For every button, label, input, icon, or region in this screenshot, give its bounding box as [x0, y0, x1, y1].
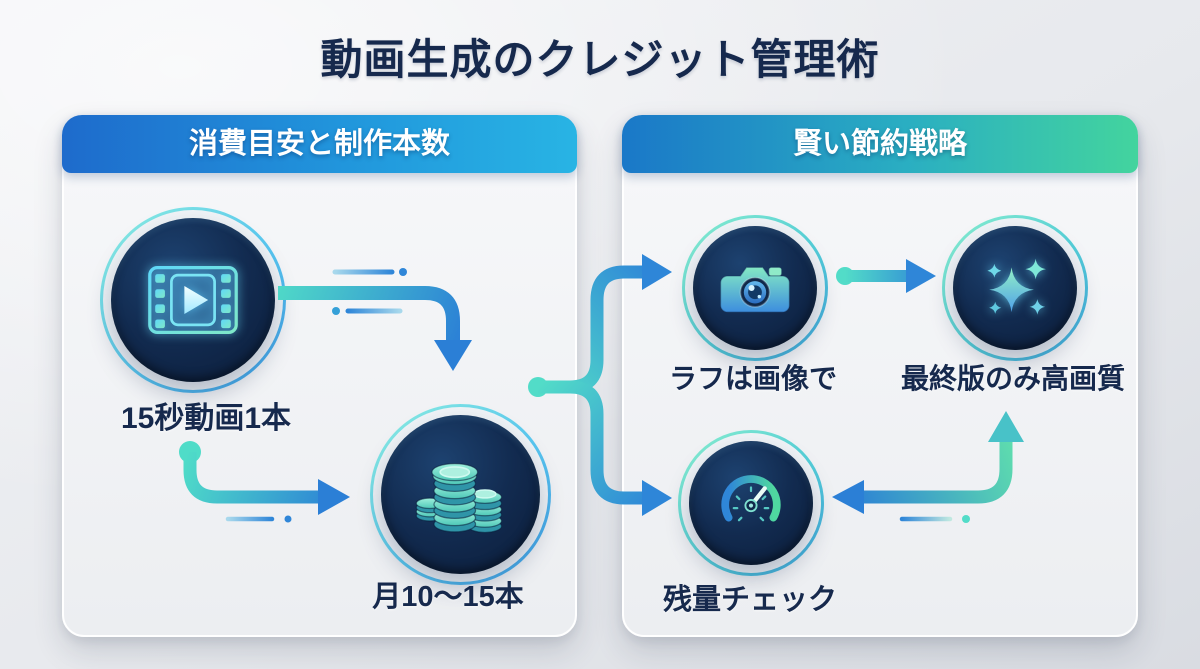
- sparkle-label: 最終版のみ高画質: [900, 363, 1126, 394]
- film-play-icon: [148, 265, 238, 335]
- gauge-icon: [721, 475, 781, 522]
- panel-consumption-header: 消費目安と制作本数: [62, 115, 577, 173]
- gauge-label: 残量チェック: [662, 584, 838, 616]
- page-title: 動画生成のクレジット管理術: [320, 36, 880, 83]
- camera-label: ラフは画像で: [668, 363, 838, 394]
- coins-label: 月10〜15本: [372, 581, 524, 613]
- video-node: [100, 207, 286, 393]
- sparkle-node: [942, 215, 1088, 361]
- video-label: 15秒動画1本: [120, 402, 292, 435]
- camera-node: [682, 215, 828, 361]
- gauge-node: [678, 430, 824, 576]
- coins-node: [370, 404, 551, 585]
- camera-icon: [719, 266, 791, 313]
- sparkles-icon: [987, 258, 1046, 315]
- coin-stacks-icon: [415, 462, 502, 533]
- panel-strategy-header: 賢い節約戦略: [622, 115, 1138, 173]
